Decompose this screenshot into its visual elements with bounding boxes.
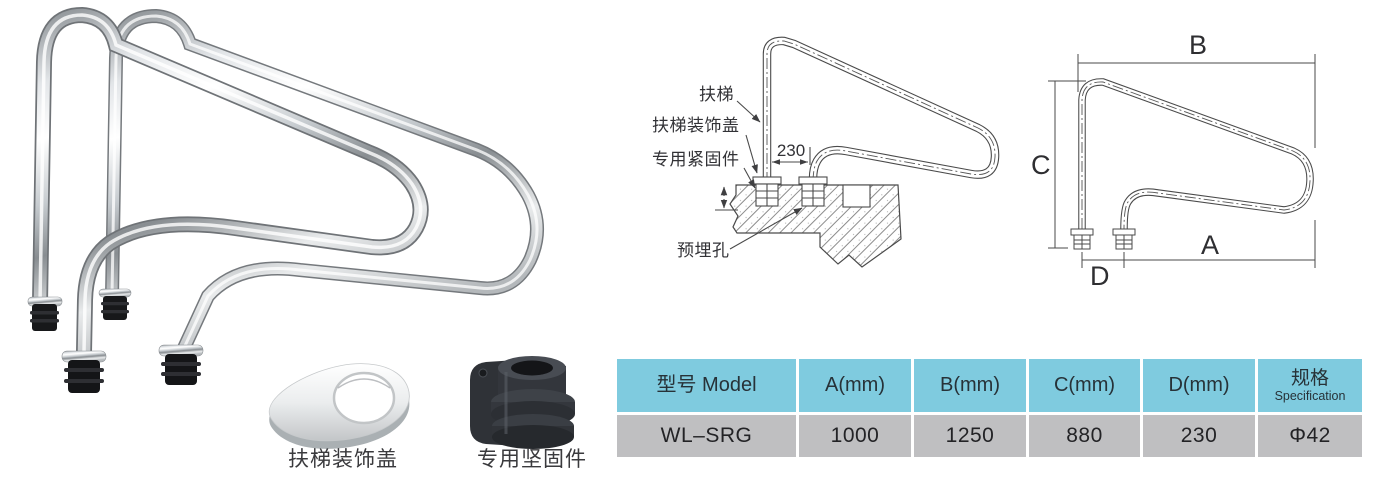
callout-fastener: 专用紧固件 — [652, 150, 740, 169]
cell-model: WL–SRG — [617, 415, 796, 457]
dimension-d-label: D — [1090, 261, 1110, 291]
anchor-fastener — [470, 356, 575, 449]
photo-label-decorative-cover: 扶梯装饰盖 — [288, 448, 398, 471]
spec-table-data-row: WL–SRG 1000 1250 880 230 Φ42 — [617, 415, 1362, 457]
dimension-b-lines — [1077, 54, 1316, 148]
header-a-mm: A(mm) — [799, 359, 911, 412]
dimension-b-label: B — [1189, 30, 1208, 60]
post-anchors — [27, 288, 204, 393]
handrail-back — [105, 8, 545, 355]
dimension-a-d-lines — [1081, 220, 1316, 268]
dimension-230-lines — [772, 147, 811, 165]
spec-table: 型号 Model A(mm) B(mm) C(mm) D(mm) 规格 Spec… — [617, 359, 1362, 457]
photo-label-fastener: 专用坚固件 — [477, 448, 587, 471]
cell-a-value: 1000 — [799, 415, 911, 457]
handrail-front — [32, 6, 429, 360]
callout-embedded-hole: 预埋孔 — [677, 241, 730, 260]
cell-spec-value: Φ42 — [1258, 415, 1362, 457]
embedded-sockets — [752, 176, 871, 208]
post-base-symbols — [1070, 228, 1136, 250]
header-d-mm: D(mm) — [1143, 359, 1255, 412]
decorative-cover — [268, 363, 410, 449]
callout-handrail: 扶梯 — [699, 85, 734, 104]
callout-decorative-cover: 扶梯装饰盖 — [652, 116, 740, 135]
cell-c-value: 880 — [1029, 415, 1140, 457]
handrail-outline-tube — [1078, 78, 1314, 230]
empty-embedded-hole — [842, 184, 871, 208]
slab-thickness-dimension — [715, 186, 738, 211]
dimension-c-lines — [1048, 80, 1086, 249]
dimension-diagram — [1048, 54, 1316, 268]
header-model: 型号 Model — [617, 359, 796, 412]
dimension-230-value: 230 — [776, 141, 806, 160]
handrails-photo — [27, 6, 575, 449]
header-c-mm: C(mm) — [1029, 359, 1140, 412]
spec-table-header-row: 型号 Model A(mm) B(mm) C(mm) D(mm) 规格 Spec… — [617, 359, 1362, 412]
installation-diagram — [715, 36, 1000, 268]
handrail-section-tube — [762, 36, 1000, 184]
dimension-a-label: A — [1201, 230, 1220, 260]
header-b-mm: B(mm) — [914, 359, 1026, 412]
dimension-c-label: C — [1031, 150, 1051, 180]
header-specification: 规格 Specification — [1258, 359, 1362, 412]
cell-b-value: 1250 — [914, 415, 1026, 457]
cell-d-value: 230 — [1143, 415, 1255, 457]
callout-leaders — [729, 100, 803, 250]
